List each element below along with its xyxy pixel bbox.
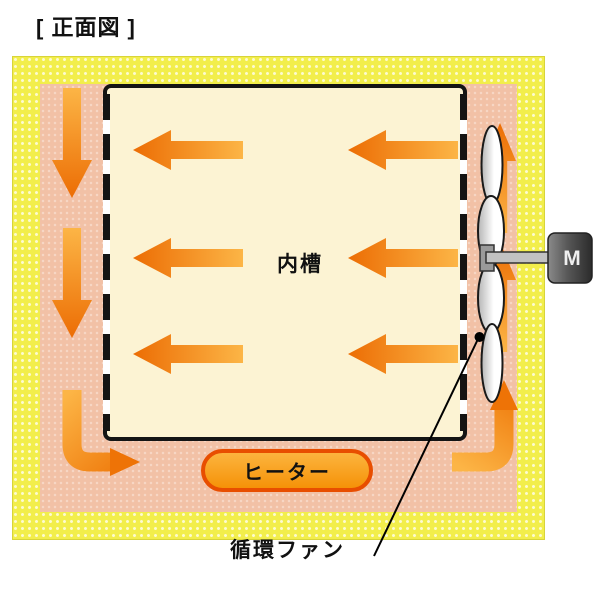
fan-pointer-line [373, 338, 479, 557]
heater-pill: ヒーター [201, 449, 373, 492]
flow-arrow-elbow-left [62, 390, 112, 472]
flow-arrow-down-upper [52, 88, 92, 198]
inner-chamber-right-vent [460, 94, 467, 431]
circulation-fan-label: 循環ファン [230, 539, 345, 562]
flow-arrow-left-top-left [133, 130, 243, 170]
flow-arrow-left-mid-right [348, 238, 458, 278]
flow-arrow-left-bottom-left [133, 334, 243, 374]
flow-arrow-left-bottom-right [348, 334, 458, 374]
flow-arrow-elbow-right-head [490, 380, 518, 410]
fan-pointer-dot [474, 332, 485, 342]
fan-blade-3 [477, 262, 505, 334]
fan-motor [547, 232, 593, 284]
circulation-fan: M [477, 125, 593, 403]
flow-arrow-elbow-right [452, 408, 514, 472]
flow-arrow-down-lower [52, 228, 92, 338]
fan-blade-1 [480, 125, 504, 205]
flow-arrow-left-mid-left [133, 238, 243, 278]
diagram-title: [ 正面図 ] [36, 15, 136, 40]
motor-label: M [563, 247, 581, 270]
inner-tank-label: 内槽 [277, 253, 323, 276]
fan-blade-4 [480, 323, 504, 403]
flow-arrow-elbow-left-head [110, 448, 140, 476]
flow-arrow-left-top-right [348, 130, 458, 170]
inner-chamber-left-vent [103, 94, 110, 431]
heater-label: ヒーター [243, 462, 331, 484]
